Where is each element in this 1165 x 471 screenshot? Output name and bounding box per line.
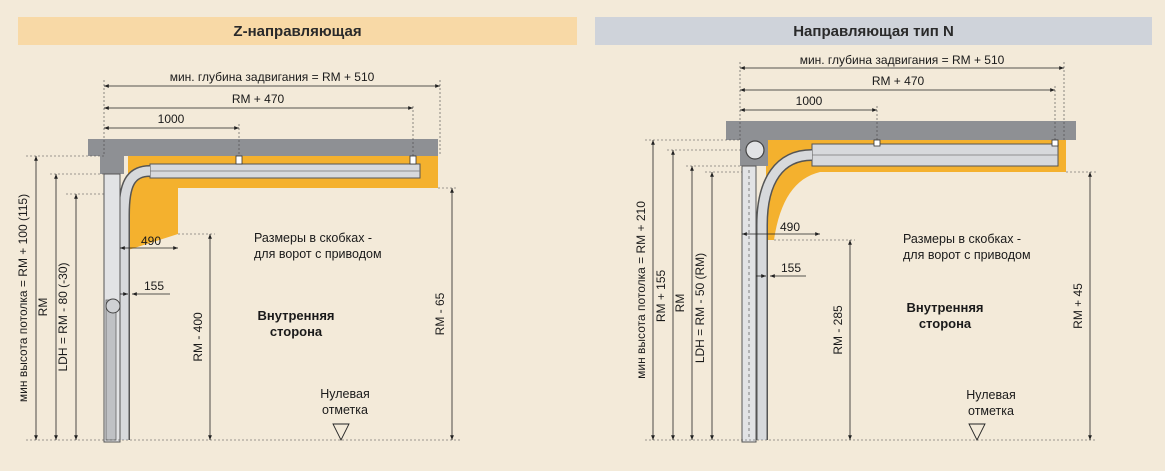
left-zero-mark — [332, 423, 350, 442]
left-dim-v5: RM - 65 — [433, 292, 447, 335]
right-pulley — [745, 140, 765, 160]
right-inside-line2: сторона — [919, 316, 972, 331]
left-dim-v1: мин высота потолка = RM + 100 (115) — [16, 194, 30, 402]
left-diagram: мин. глубина задвигания = RM + 510 RM + … — [16, 70, 460, 443]
right-diagram: мин. глубина задвигания = RM + 510 RM + … — [634, 53, 1096, 443]
left-dim-third: 1000 — [158, 112, 185, 126]
left-dim-v2: RM — [36, 298, 50, 317]
left-inside-line2: сторона — [270, 324, 323, 339]
right-zero-line2: отметка — [968, 404, 1014, 418]
right-inside-line1: Внутренняя — [906, 300, 983, 315]
right-zero-line1: Нулевая — [966, 388, 1015, 402]
left-dim-second: RM + 470 — [232, 92, 285, 106]
left-inside-line1: Внутренняя — [257, 308, 334, 323]
right-note-line1: Размеры в скобках - — [903, 232, 1021, 246]
right-dim-v6: RM + 45 — [1071, 283, 1085, 329]
left-dim-top: мин. глубина задвигания = RM + 510 — [170, 70, 375, 84]
left-dim-155: 155 — [144, 279, 164, 293]
left-note-line2: для ворот с приводом — [254, 247, 382, 261]
right-dim-v5: RM - 285 — [831, 305, 845, 355]
right-dim-v2: RM + 155 — [654, 269, 668, 322]
right-dim-v3: RM — [673, 294, 687, 313]
left-pulley — [105, 298, 121, 314]
left-ceiling — [88, 139, 438, 156]
left-dim-v3: LDH = RM - 80 (-30) — [56, 262, 70, 371]
right-note-line2: для ворот с приводом — [903, 248, 1031, 262]
left-note-line1: Размеры в скобках - — [254, 231, 372, 245]
right-dim-490: 490 — [780, 220, 800, 234]
right-zero-mark — [968, 423, 986, 442]
left-zero-line2: отметка — [322, 403, 368, 417]
right-dim-v4: LDH = RM - 50 (RM) — [693, 253, 707, 363]
left-dim-v4: RM - 400 — [191, 312, 205, 362]
left-bracket — [120, 156, 438, 250]
left-dim-490: 490 — [141, 234, 161, 248]
left-spring — [105, 299, 117, 441]
right-dim-155: 155 — [781, 261, 801, 275]
right-dim-second: RM + 470 — [872, 74, 925, 88]
left-panel-title: Z-направляющая — [18, 17, 577, 45]
right-dim-top: мин. глубина задвигания = RM + 510 — [800, 53, 1005, 67]
right-dim-v1: мин высота потолка = RM + 210 — [634, 201, 648, 379]
left-wall-block — [100, 156, 124, 174]
right-panel-title: Направляющая тип N — [595, 17, 1152, 45]
right-dim-third: 1000 — [796, 94, 823, 108]
left-zero-line1: Нулевая — [320, 387, 369, 401]
right-ceiling — [726, 121, 1076, 140]
